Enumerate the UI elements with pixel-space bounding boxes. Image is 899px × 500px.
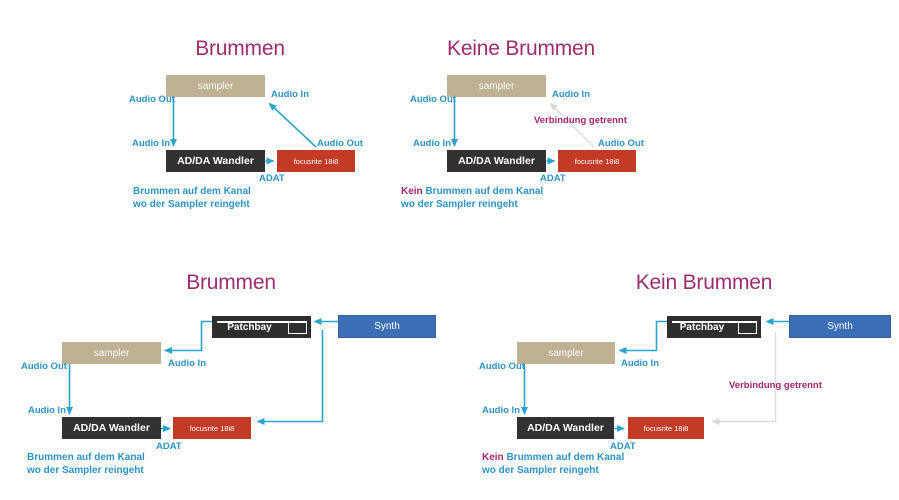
patchbay-box: Patchbay [212, 316, 311, 338]
audio-out-label: Audio Out [410, 94, 456, 105]
audio-out-label: Audio Out [479, 361, 525, 372]
patchbay-box-label: Patchbay [679, 321, 725, 333]
adda-wandler-box: AD/DA Wandler [447, 150, 546, 172]
synth-box: Synth [338, 315, 436, 338]
adat-label: ADAT [610, 441, 636, 452]
patchbay-jack-icon [288, 321, 307, 334]
focusrite-box-label: focusrite 18i8 [643, 423, 689, 433]
adda-wandler-box: AD/DA Wandler [62, 417, 161, 439]
sampler-box: sampler [62, 342, 161, 364]
caption-line-2: wo der Sampler reingeht [27, 464, 144, 476]
br-disconnected-arrow [711, 332, 777, 425]
verbindung-getrennt-label: Verbindung getrennt [534, 115, 627, 126]
audio-out-label: Audio Out [317, 138, 363, 149]
panel-caption: Kein Brummen auf dem Kanal wo der Sample… [401, 186, 543, 211]
patchbay-box-label: Patchbay [227, 321, 272, 333]
panel-title: Kein Brummen [635, 271, 773, 294]
bl-patchbay-to-sampler-arrow [164, 320, 212, 354]
caption-line-1: Brummen auf dem Kanal [133, 186, 251, 197]
caption-line-1: Brummen auf dem Kanal [27, 452, 145, 463]
adda-wandler-box-label: AD/DA Wandler [177, 155, 254, 167]
patchbay-box: Patchbay [667, 316, 761, 338]
panel-caption: Kein Brummen auf dem Kanal wo der Sample… [482, 452, 624, 477]
sampler-box: sampler [166, 75, 265, 97]
sampler-box-label: sampler [197, 80, 234, 92]
patchbay-rail-icon [672, 321, 756, 323]
sampler-box-label: sampler [548, 347, 584, 359]
bl-synth-to-focusrite-arrow [256, 330, 324, 425]
adda-wandler-box-label: AD/DA Wandler [73, 422, 150, 434]
audio-in-label: Audio In [413, 138, 451, 149]
adda-wandler-box: AD/DA Wandler [166, 150, 265, 172]
focusrite-box-label: focusrite 18i8 [574, 156, 620, 166]
audio-out-label: Audio Out [129, 94, 175, 105]
audio-out-label: Audio Out [598, 138, 644, 149]
adat-label: ADAT [259, 173, 285, 184]
caption-line-2: wo der Sampler reingeht [133, 198, 250, 210]
audio-in-label: Audio In [552, 89, 590, 100]
adda-wandler-box: AD/DA Wandler [517, 417, 614, 439]
caption-line-2: wo der Sampler reingeht [482, 464, 599, 476]
focusrite-box: focusrite 18i8 [173, 417, 251, 439]
adda-wandler-box-label: AD/DA Wandler [527, 422, 604, 434]
verbindung-getrennt-label: Verbindung getrennt [729, 380, 822, 391]
focusrite-box: focusrite 18i8 [628, 417, 704, 439]
audio-in-label: Audio In [621, 358, 659, 369]
caption-line-1: Kein Brummen auf dem Kanal [482, 452, 625, 463]
synth-box-label: Synth [827, 321, 853, 332]
sampler-box: sampler [517, 342, 615, 364]
caption-line-2: wo der Sampler reingeht [401, 198, 518, 210]
caption-line-1: Kein Brummen auf dem Kanal [401, 186, 544, 197]
audio-out-label: Audio Out [21, 361, 67, 372]
caption-kein-prefix: Kein [401, 186, 423, 197]
audio-in-label: Audio In [271, 89, 309, 100]
focusrite-box: focusrite 18i8 [277, 150, 355, 172]
panel-caption: Brummen auf dem Kanal wo der Sampler rei… [27, 452, 145, 477]
focusrite-box-label: focusrite 18i8 [293, 156, 339, 166]
synth-box-label: Synth [374, 321, 400, 332]
sampler-box-label: sampler [478, 80, 515, 92]
sampler-box: sampler [447, 75, 546, 97]
patchbay-jack-icon [738, 321, 757, 334]
audio-in-label: Audio In [482, 405, 520, 416]
focusrite-box: focusrite 18i8 [558, 150, 636, 172]
patchbay-rail-icon [217, 321, 306, 323]
tl-focusrite-to-sampler-arrow [268, 102, 317, 148]
adda-wandler-box-label: AD/DA Wandler [458, 155, 535, 167]
panel-title: Keine Brummen [447, 37, 595, 60]
caption-kein-prefix: Kein [482, 452, 504, 463]
adat-label: ADAT [540, 173, 566, 184]
synth-box: Synth [789, 315, 891, 338]
br-patchbay-to-sampler-arrow [618, 320, 667, 354]
panel-caption: Brummen auf dem Kanal wo der Sampler rei… [133, 186, 251, 211]
audio-in-label: Audio In [168, 358, 206, 369]
focusrite-box-label: focusrite 18i8 [189, 423, 235, 433]
sampler-box-label: sampler [93, 347, 130, 359]
tr-disconnected-arrow [549, 102, 595, 148]
panel-title: Brummen [195, 37, 285, 60]
panel-title: Brummen [186, 271, 276, 294]
adat-label: ADAT [156, 441, 182, 452]
audio-in-label: Audio In [132, 138, 170, 149]
audio-in-label: Audio In [28, 405, 66, 416]
